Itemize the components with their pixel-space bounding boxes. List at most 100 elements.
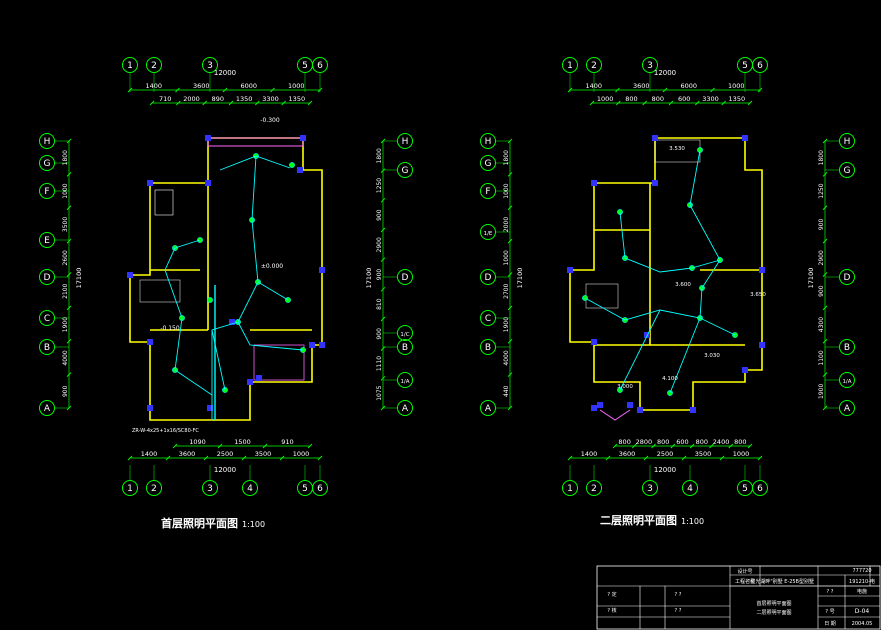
column xyxy=(690,407,696,413)
dim-top-2-value: 1350 xyxy=(289,95,306,103)
dim-left-tick xyxy=(507,372,513,377)
dim-left-tick xyxy=(66,238,72,244)
first-floor-plan-title-text: 首层照明平面图 xyxy=(161,517,238,530)
dim-bottom-2-value: 1400 xyxy=(141,450,158,458)
axis-bubble-top-label: 6 xyxy=(757,61,763,71)
axis-bubble-bottom xyxy=(122,480,138,496)
bay-window xyxy=(599,409,631,421)
column xyxy=(742,135,748,141)
dim-right-tick xyxy=(822,372,828,377)
dim-bottom-1-value: 1500 xyxy=(234,438,251,446)
axis-bubble-right xyxy=(397,162,413,178)
second-floor-plan-scale: 1:100 xyxy=(681,517,705,526)
dim-left-tick xyxy=(507,338,513,344)
dim-right-value: 1250 xyxy=(818,183,825,198)
axis-bubble-right-label: H xyxy=(402,137,409,147)
dim-left-tick xyxy=(507,205,513,211)
dim-top-2-tick xyxy=(695,100,700,106)
axis-bubble-bottom xyxy=(586,480,602,496)
dim-bottom-1-value: 2400 xyxy=(713,438,730,446)
level-mark: 3.000 xyxy=(617,384,633,390)
axis-bubble-right xyxy=(397,400,413,416)
axis-bubble-bottom xyxy=(146,480,162,496)
axis-bubble-right-label: B xyxy=(402,343,408,353)
axis-bubble-right-label: G xyxy=(402,166,409,176)
dim-bottom-1-value: 800 xyxy=(696,438,708,446)
dim-top-2-value: 1350 xyxy=(236,95,253,103)
axis-bubble-left xyxy=(480,183,496,199)
dim-top-2-tick xyxy=(149,100,155,106)
dim-right-value: 1075 xyxy=(376,385,383,400)
wiring-run xyxy=(689,149,721,269)
axis-bubble-right xyxy=(397,133,413,149)
column xyxy=(300,135,306,141)
dim-left-tick xyxy=(66,138,72,144)
column xyxy=(256,375,262,381)
dim-bottom-2-tick xyxy=(127,455,133,461)
dim-right-tick xyxy=(822,205,828,211)
axis-bubble-left xyxy=(480,310,496,326)
wiring-run xyxy=(174,317,213,396)
tb-design-label: ? ? xyxy=(675,592,682,598)
axis-bubble-right-label: H xyxy=(844,137,851,147)
axis-bubble-right xyxy=(397,269,413,285)
tb-project-name: "星光湖畔"别墅 E-25B型别墅 xyxy=(748,578,814,585)
axis-bubble-left-label: H xyxy=(485,137,492,147)
dim-top-2-value: 800 xyxy=(652,95,664,103)
dim-top-2-tick xyxy=(228,100,234,106)
tb-sheet-no: D-04 xyxy=(855,608,870,615)
axis-bubble-left-label: F xyxy=(44,187,49,197)
column xyxy=(309,342,315,348)
axis-bubble-bottom xyxy=(752,480,768,496)
incoming-cable-note: ZR-W-4x25+1x16/SC80-FC xyxy=(132,428,199,434)
column xyxy=(627,402,633,408)
axis-bubble-top-label: 3 xyxy=(647,61,653,71)
axis-bubble-left xyxy=(480,155,496,171)
level-mark: 3.530 xyxy=(669,146,685,152)
axis-bubble-right-label: 1/C xyxy=(400,332,409,338)
dim-right-tick xyxy=(380,287,386,292)
dim-bottom-1-tick xyxy=(307,443,313,449)
axis-bubble-left xyxy=(39,339,55,355)
axis-bubble-top xyxy=(146,57,162,73)
level-mark-entry: -0.150 xyxy=(160,325,180,332)
dim-bottom-2-tick xyxy=(241,455,247,461)
axis-bubble-bottom xyxy=(682,480,698,496)
dim-top-1-tick xyxy=(710,87,715,93)
column xyxy=(207,405,213,411)
dim-bottom-2-tick xyxy=(605,455,611,461)
axis-bubble-right-label: D xyxy=(402,273,409,283)
dim-left-value: 2100 xyxy=(62,283,69,298)
axis-bubble-top-label: 5 xyxy=(742,61,748,71)
dim-bottom-1-value: 800 xyxy=(618,438,630,446)
dim-left-value: 2600 xyxy=(62,250,69,265)
axis-bubble-right-label: A xyxy=(844,404,851,414)
dim-top-2-tick xyxy=(616,100,621,106)
dim-left-tick xyxy=(507,272,513,277)
dim-top-1-value: 3600 xyxy=(633,82,650,90)
window-band xyxy=(207,137,304,147)
level-mark-outside: -0.300 xyxy=(260,117,280,124)
dim-top-2-value: 2000 xyxy=(183,95,200,103)
axis-bubble-top-label: 6 xyxy=(317,61,323,71)
tb-sheet-label: ? 号 xyxy=(825,609,834,615)
column xyxy=(297,167,303,173)
axis-bubble-top-label: 1 xyxy=(567,61,573,71)
column xyxy=(127,272,133,278)
dim-right-tick xyxy=(380,138,386,144)
dim-left-tick xyxy=(66,272,72,277)
dim-left-value: 4000 xyxy=(62,350,69,365)
wiring-run xyxy=(669,317,701,394)
dim-left-value: 1900 xyxy=(503,317,510,332)
dim-bottom-1-tick xyxy=(747,443,753,449)
axis-bubble-right-label: A xyxy=(402,404,409,414)
dim-bottom-1-tick xyxy=(172,443,178,449)
axis-bubble-right xyxy=(397,325,413,341)
level-mark: 4.100 xyxy=(662,376,678,382)
axis-bubble-left-label: E xyxy=(44,236,50,246)
dim-left-value: 1000 xyxy=(62,183,69,198)
dim-bottom-1-tick xyxy=(709,443,714,449)
dim-top-2-value: 710 xyxy=(159,95,171,103)
axis-bubble-bottom xyxy=(312,480,328,496)
dim-top-1-tick xyxy=(662,87,668,93)
